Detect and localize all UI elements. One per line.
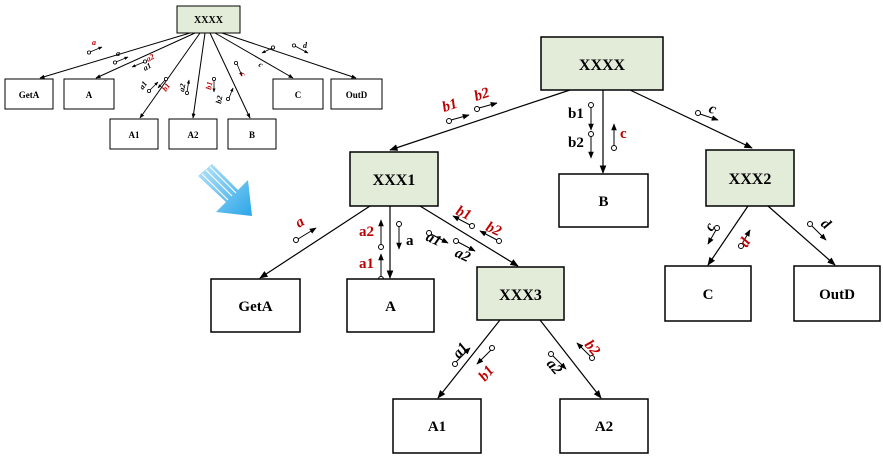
couple-label-root-xxx2-c: c [707, 101, 719, 118]
overview-couple-b2-1: b2 [214, 95, 224, 104]
leaf-label-a2: A2 [595, 419, 613, 435]
couple-label-xxx1-a-a: a [406, 233, 414, 249]
overview-root-label: XXXX [194, 15, 224, 26]
couple-label-xxx3-a1-b1: b1 [476, 363, 498, 385]
module-label-xxx1: XXX1 [373, 172, 416, 189]
couple-label-xxx3-a2-b2: b2 [581, 337, 603, 359]
leaf-box-a [346, 278, 435, 333]
leaf-label-a1: A1 [428, 419, 446, 435]
leaf-box-c [664, 265, 752, 322]
main-diagram: b1 b2 b1 b2 c c a a2 a1 a b1 b2 a1 a2 c … [210, 36, 881, 454]
module-box-xxx3 [476, 266, 565, 321]
couple-label-xxx1-xxx3-b2: b2 [483, 219, 504, 240]
overview-couple-a-1: a [92, 38, 96, 47]
overview-connectors [39, 32, 357, 119]
leaf-label-c: C [703, 287, 714, 303]
overview-label-geta: GetA [19, 90, 40, 100]
overview-label-b: B [249, 130, 255, 140]
module-box-xxx1 [349, 151, 439, 207]
overview-couple-a1-2: a1 [137, 79, 149, 91]
couple-label-xxx3-a2-a2: a2 [543, 356, 565, 378]
couple-label-root-b-c: c [620, 126, 627, 142]
module-box-xxx2 [705, 149, 795, 207]
overview-box-a2 [168, 118, 218, 150]
couple-label-xxx1-a-a2: a2 [359, 224, 374, 240]
leaf-label-a: A [385, 299, 396, 315]
overview-label-a2: A2 [188, 130, 199, 140]
overview-couple-a2-1: a2 [145, 52, 156, 64]
main-leaf-boxes: GetA A B C OutD A1 A2 [210, 173, 881, 454]
couple-label-root-xxx1-b1: b1 [440, 96, 459, 116]
module-label-xxx3: XXX3 [499, 287, 542, 304]
arrow-down-right-icon [198, 164, 252, 216]
overview-root-box [176, 5, 241, 34]
overview-couple-a2-2: a2 [177, 83, 187, 92]
leaf-label-b: B [598, 194, 608, 210]
overview-box-a [63, 78, 115, 110]
couple-label-xxx2-c-c: c [702, 220, 719, 234]
couple-label-root-b-b1: b1 [568, 106, 584, 122]
leaf-box-a1 [392, 398, 482, 454]
overview-couple-c-2: c [257, 60, 265, 70]
couple-label-xxx1-a-a1: a1 [359, 256, 374, 272]
module-label-xxx2: XXX2 [729, 171, 772, 188]
overview-couple-a-2: a [116, 49, 120, 58]
main-couple-labels: b1 b2 b1 b2 c c a a2 a1 a b1 b2 a1 a2 c … [292, 85, 833, 385]
module-label-root: XXXX [579, 57, 626, 74]
overview-box-a1 [109, 118, 159, 150]
overview-box-geta [4, 78, 54, 110]
overview-box-outd [330, 78, 383, 110]
module-box-root [540, 36, 664, 91]
overview-couple-c-1: c [238, 71, 248, 79]
overview-couple-d-1: d [303, 41, 308, 50]
couple-label-xxx3-a1-a1: a1 [450, 340, 472, 362]
couple-label-xxx1-geta-a: a [292, 214, 307, 232]
couple-label-xxx2-outd-d: d [817, 216, 833, 233]
main-connectors [259, 89, 836, 399]
overview-label-a: A [86, 90, 93, 100]
couple-label-xxx1-xxx3-b1: b1 [453, 203, 473, 224]
main-module-boxes: XXXX XXX1 XXX2 XXX3 [349, 36, 795, 321]
overview-box-b [227, 118, 277, 150]
couple-label-xxx1-xxx3-a1: a1 [423, 229, 443, 250]
overview-couple-labels: a a a1 a2 a1 b1 a2 b1 b2 c c d [92, 38, 308, 104]
overview-couple-b1-1: b1 [160, 81, 172, 93]
leaf-label-geta: GetA [238, 299, 272, 315]
leaf-box-geta [210, 278, 301, 333]
leaf-box-outd [793, 265, 881, 322]
leaf-label-outd: OutD [819, 287, 855, 303]
overview-couple-glyphs [87, 43, 309, 102]
couple-label-root-xxx1-b2: b2 [472, 85, 492, 105]
overview-label-outd: OutD [346, 90, 368, 100]
couple-label-xxx1-xxx3-a2: a2 [452, 245, 473, 266]
leaf-box-a2 [559, 398, 649, 454]
overview-couple-a1-1: a1 [142, 61, 153, 73]
overview-label-a1: A1 [129, 130, 140, 140]
overview-box-c [272, 78, 324, 110]
overview-diagram: a a a1 a2 a1 b1 a2 b1 b2 c c d XXXX GetA… [4, 5, 383, 150]
overview-couple-b1-2: b1 [204, 81, 214, 90]
overview-label-c: C [295, 90, 302, 100]
leaf-box-b [558, 173, 649, 228]
couple-label-root-b-b2: b2 [568, 135, 584, 151]
